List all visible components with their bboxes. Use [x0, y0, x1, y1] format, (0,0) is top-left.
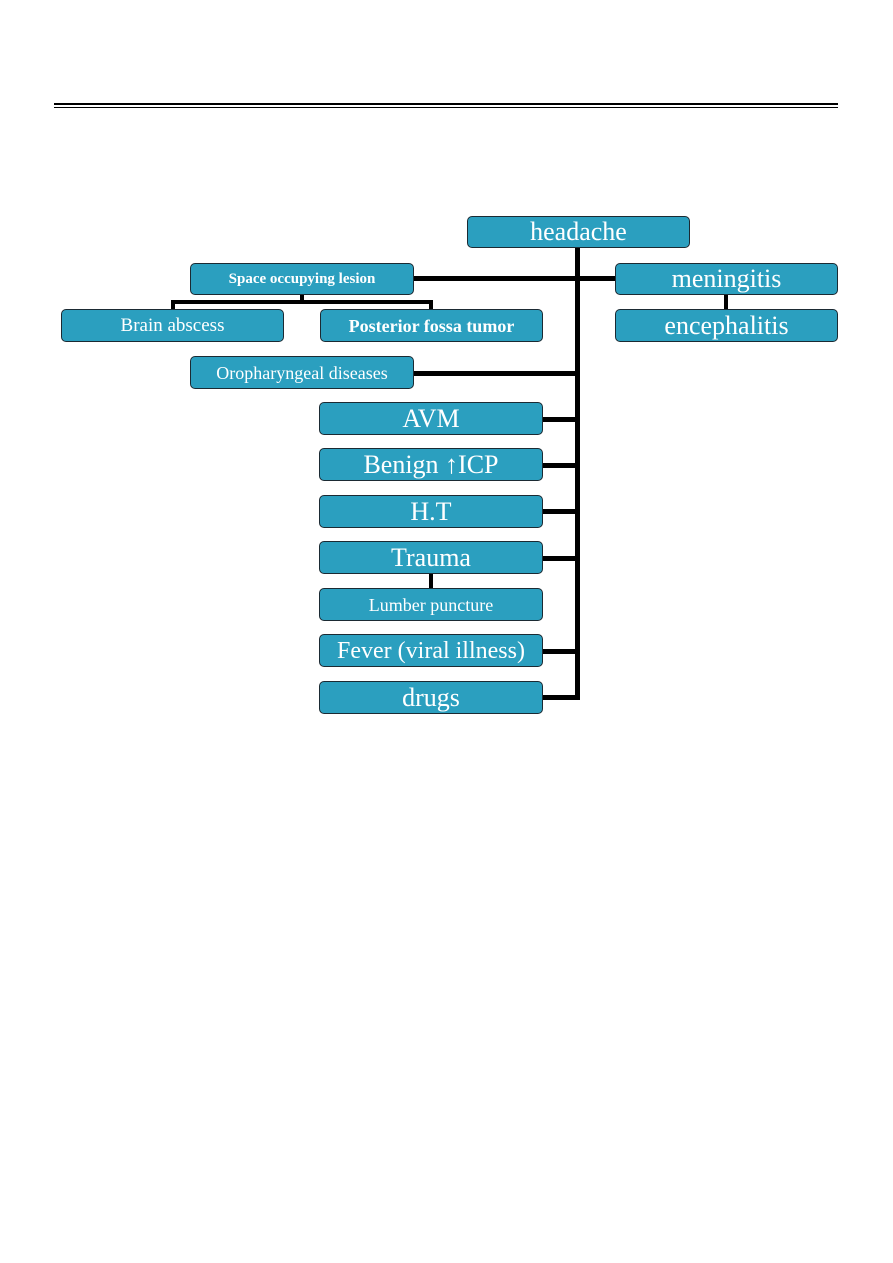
node-ht-label: H.T — [410, 496, 452, 526]
node-oropharyngeal-diseases-label: Oropharyngeal diseases — [216, 362, 388, 383]
node-brain-abscess-label: Brain abscess — [120, 315, 225, 336]
node-headache: headache — [467, 216, 690, 248]
node-benign-icp-label: Benign ↑ICP — [363, 449, 499, 479]
connector-posterior-fossa-drop — [429, 300, 433, 310]
header-rule-bottom — [54, 107, 838, 108]
header-rule-top — [54, 103, 838, 105]
node-trauma-label: Trauma — [391, 542, 471, 572]
connector-brain-abscess-drop — [171, 300, 175, 310]
node-ht: H.T — [319, 495, 543, 528]
node-headache-label: headache — [530, 217, 627, 246]
node-oropharyngeal-diseases: Oropharyngeal diseases — [190, 356, 414, 389]
node-meningitis: meningitis — [615, 263, 838, 295]
node-drugs: drugs — [319, 681, 543, 714]
connector-avm — [541, 417, 578, 422]
connector-space-drop — [300, 294, 304, 302]
node-avm: AVM — [319, 402, 543, 435]
node-encephalitis-label: encephalitis — [664, 310, 789, 340]
connector-space-children-bar — [171, 300, 433, 304]
connector-trunk — [575, 247, 580, 699]
connector-fever — [541, 649, 578, 654]
connector-ht — [541, 509, 578, 514]
connector-benign-icp — [541, 463, 578, 468]
node-trauma: Trauma — [319, 541, 543, 574]
node-posterior-fossa-tumor-label: Posterior fossa tumor — [348, 315, 515, 336]
connector-trauma — [541, 556, 578, 561]
node-drugs-label: drugs — [402, 682, 460, 712]
node-benign-icp: Benign ↑ICP — [319, 448, 543, 481]
node-encephalitis: encephalitis — [615, 309, 838, 342]
connector-space-meningitis — [413, 276, 616, 281]
connector-trauma-lumber — [429, 573, 433, 590]
connector-oropharyngeal — [413, 371, 578, 376]
node-lumber-puncture-label: Lumber puncture — [368, 594, 494, 615]
node-lumber-puncture: Lumber puncture — [319, 588, 543, 621]
node-meningitis-label: meningitis — [671, 264, 782, 293]
node-posterior-fossa-tumor: Posterior fossa tumor — [320, 309, 543, 342]
node-fever: Fever (viral illness) — [319, 634, 543, 667]
node-brain-abscess: Brain abscess — [61, 309, 284, 342]
connector-meningitis-encephalitis — [724, 294, 728, 311]
node-fever-label: Fever (viral illness) — [337, 637, 525, 664]
node-space-occupying-lesion-label: Space occupying lesion — [228, 270, 376, 287]
node-avm-label: AVM — [402, 403, 460, 433]
node-space-occupying-lesion: Space occupying lesion — [190, 263, 414, 295]
connector-drugs — [541, 695, 580, 700]
